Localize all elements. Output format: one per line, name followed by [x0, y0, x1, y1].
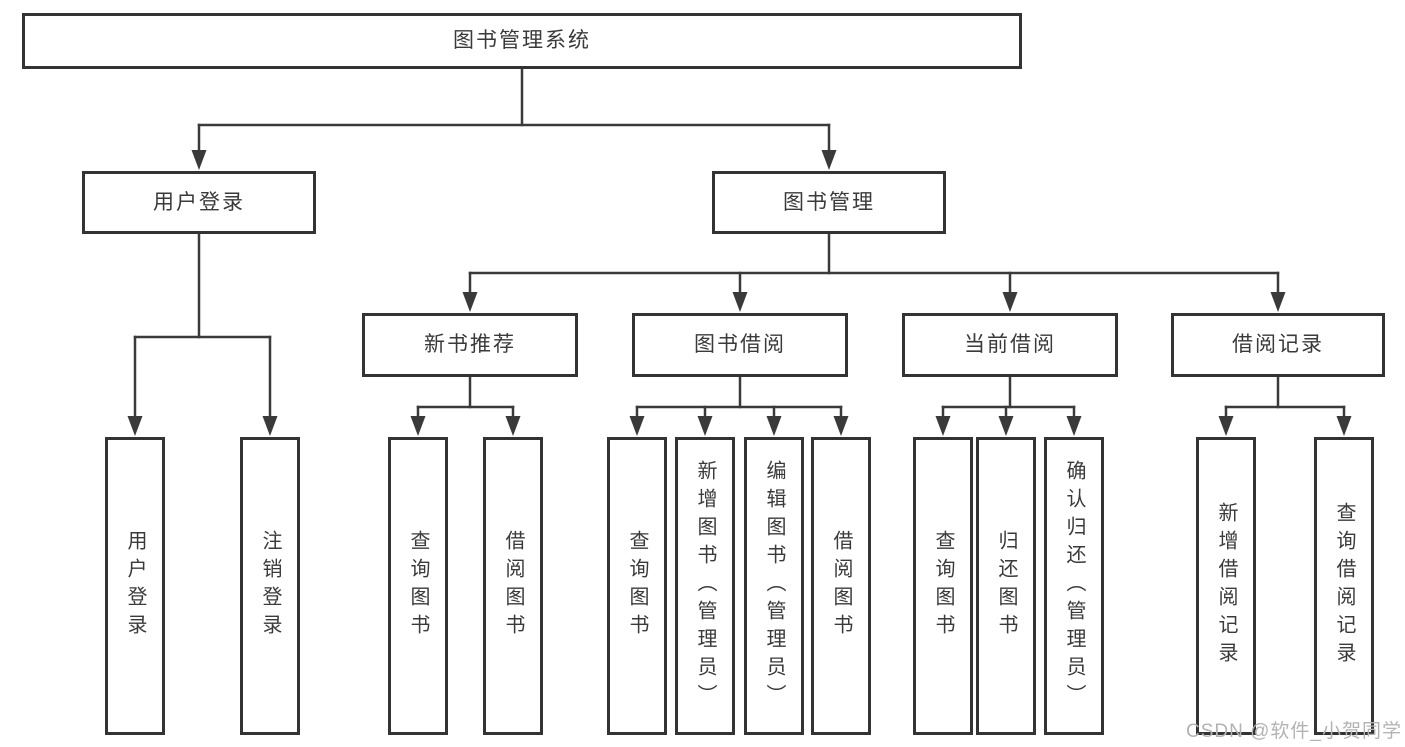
node-leaf-user-login: 用户登录 — [105, 437, 165, 735]
watermark-text: CSDN @软件_小贺同学 — [1186, 721, 1402, 742]
node-user-login: 用户登录 — [82, 171, 316, 234]
node-leaf-logout: 注销登录 — [240, 437, 300, 735]
arrowhead-icon-book-borrow-1 — [697, 416, 713, 436]
arrowhead-icon-book-borrow-3 — [833, 416, 849, 436]
arrowhead-icon-root-1 — [821, 150, 837, 170]
node-leaf-rec-query: 查询图书 — [388, 437, 448, 735]
node-current-borrow: 当前借阅 — [902, 313, 1118, 377]
arrowhead-icon-current-borrow-0 — [935, 416, 951, 436]
node-leaf-cb-confirm: 确认归还（管理员） — [1044, 437, 1104, 735]
arrowhead-icon-book-mgmt-3 — [1270, 292, 1286, 312]
node-borrow-records: 借阅记录 — [1171, 313, 1385, 377]
arrowhead-icon-current-borrow-1 — [998, 416, 1014, 436]
node-book-mgmt: 图书管理 — [712, 171, 946, 234]
node-leaf-bb-edit: 编辑图书（管理员） — [744, 437, 804, 735]
node-leaf-bb-add: 新增图书（管理员） — [675, 437, 735, 735]
arrowhead-icon-borrow-records-1 — [1336, 416, 1352, 436]
arrowhead-icon-book-borrow-2 — [766, 416, 782, 436]
node-leaf-br-add: 新增借阅记录 — [1196, 437, 1256, 735]
node-leaf-bb-query: 查询图书 — [607, 437, 667, 735]
arrowhead-icon-new-book-rec-1 — [505, 416, 521, 436]
node-book-borrow: 图书借阅 — [632, 313, 848, 377]
node-root: 图书管理系统 — [22, 13, 1022, 69]
arrowhead-icon-user-login-1 — [262, 416, 278, 436]
arrowhead-icon-book-mgmt-2 — [1002, 292, 1018, 312]
arrowhead-icon-book-mgmt-0 — [462, 292, 478, 312]
node-leaf-br-query: 查询借阅记录 — [1314, 437, 1374, 735]
arrowhead-icon-current-borrow-2 — [1066, 416, 1082, 436]
arrowhead-icon-borrow-records-0 — [1218, 416, 1234, 436]
arrowhead-icon-new-book-rec-0 — [410, 416, 426, 436]
node-leaf-cb-return: 归还图书 — [976, 437, 1036, 735]
node-leaf-cb-query: 查询图书 — [913, 437, 973, 735]
node-leaf-bb-borrow: 借阅图书 — [811, 437, 871, 735]
node-leaf-rec-borrow: 借阅图书 — [483, 437, 543, 735]
arrowhead-icon-user-login-0 — [127, 416, 143, 436]
arrowhead-icon-root-0 — [191, 150, 207, 170]
node-new-book-rec: 新书推荐 — [362, 313, 578, 377]
arrowhead-icon-book-borrow-0 — [629, 416, 645, 436]
arrowhead-icon-book-mgmt-1 — [732, 292, 748, 312]
